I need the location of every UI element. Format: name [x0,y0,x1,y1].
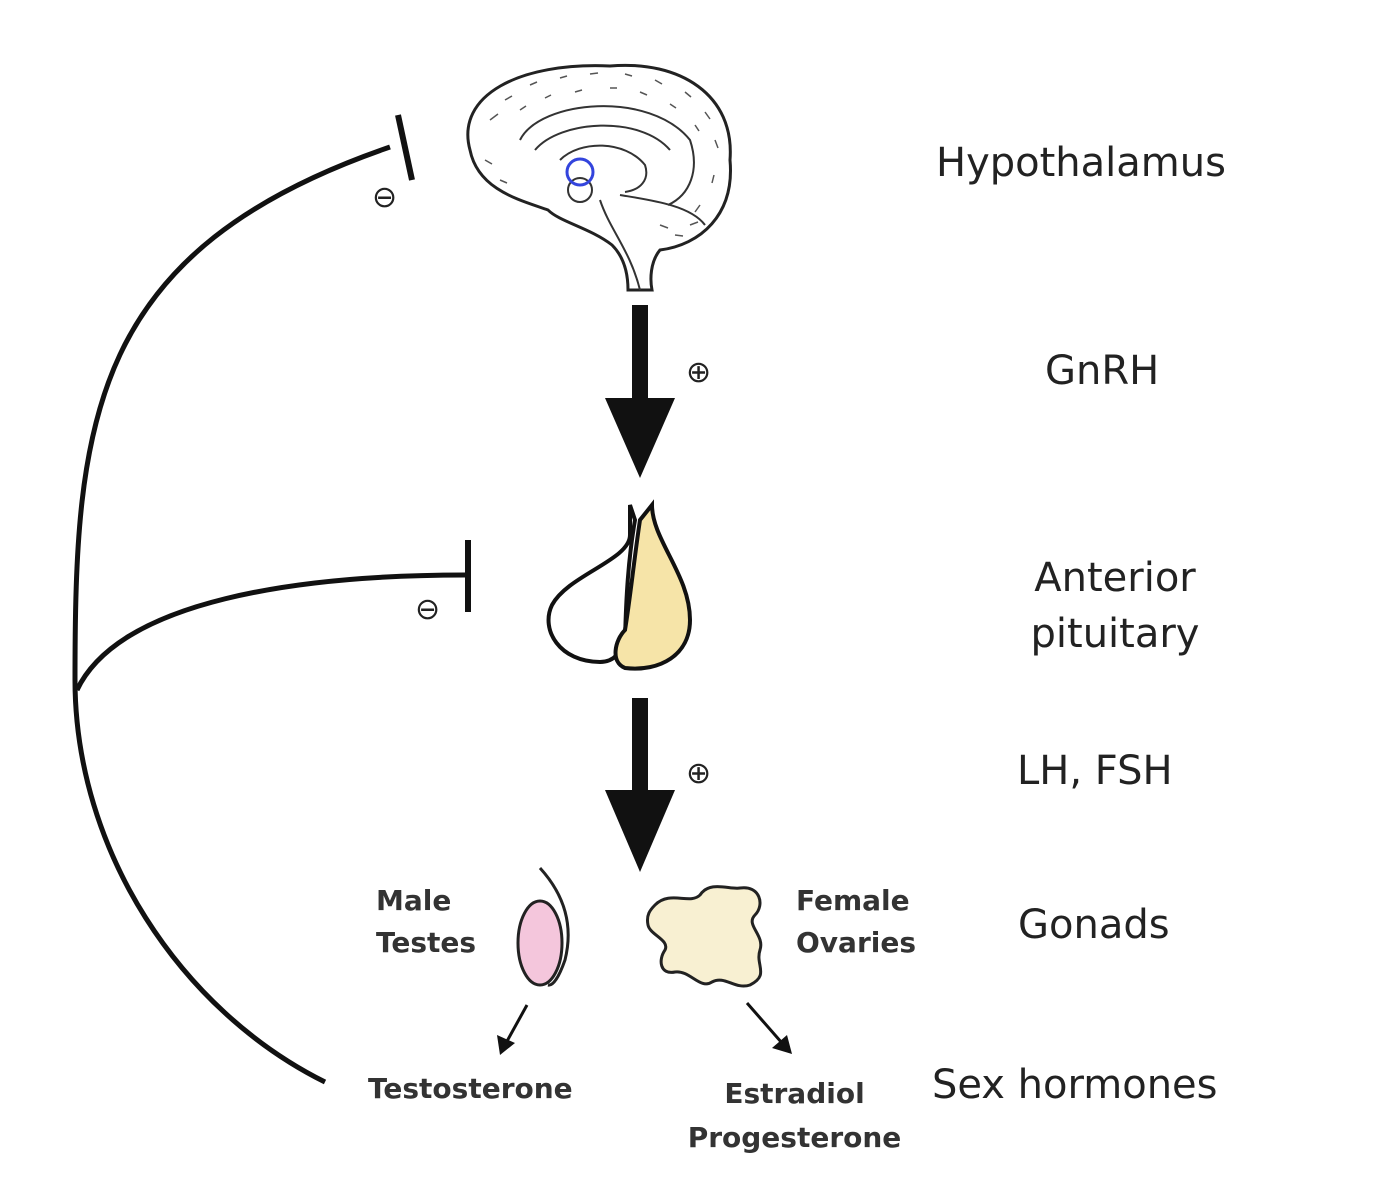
arrow-to-testosterone [497,1004,529,1055]
label-hypothalamus: Hypothalamus [936,140,1226,186]
label-testes: Testes [376,926,477,959]
label-pituitary: pituitary [1030,611,1200,657]
inhibition-sign-hypothalamus: ⊖ [372,180,398,215]
label-female: Female [796,884,910,917]
brain-icon [466,63,732,292]
label-male: Male [376,884,452,917]
label-gonads: Gonads [1018,902,1170,948]
label-female-hormones: Estradiol Progesterone [672,1072,917,1160]
pituitary-icon [546,499,693,671]
negative-feedback-hypothalamus-line [72,144,391,1085]
label-anterior-pituitary: Anterior pituitary [1010,550,1220,662]
label-testosterone: Testosterone [368,1072,573,1105]
ovary-icon [646,885,763,988]
inhibition-sign-pituitary: ⊖ [415,592,441,627]
label-lh-fsh: LH, FSH [1017,748,1173,794]
stimulation-sign-gnrh: ⊕ [686,355,712,390]
label-anterior: Anterior [1034,555,1196,601]
label-female-ovaries: Female Ovaries [796,880,916,964]
stimulation-arrow-lh-fsh [605,698,675,872]
arrow-to-estradiol [745,1002,792,1054]
label-progesterone: Progesterone [687,1121,902,1154]
stimulation-arrow-gnrh [605,305,675,478]
negative-feedback-pituitary-line [74,572,466,692]
stimulation-sign-lh-fsh: ⊕ [686,756,712,791]
testis-icon [516,866,570,987]
inhibition-bar-hypothalamus [395,114,415,181]
label-ovaries: Ovaries [796,926,917,959]
label-male-testes: Male Testes [376,880,476,964]
label-estradiol: Estradiol [724,1077,865,1110]
hypothalamus-marker [565,157,595,187]
label-sex-hormones: Sex hormones [932,1062,1218,1108]
label-gnrh: GnRH [1045,348,1160,394]
